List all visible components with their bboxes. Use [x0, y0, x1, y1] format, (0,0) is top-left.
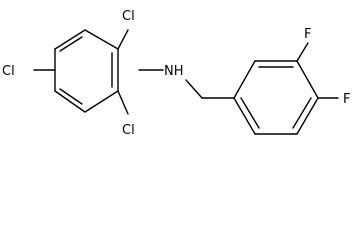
ring1-bond-inner: [59, 36, 83, 52]
structure-canvas: Cl Cl NH Cl F F: [2, 9, 350, 138]
ring2-bond-inner: [240, 97, 260, 129]
ring1-bond-inner: [59, 88, 83, 105]
c-cl-bond-top: [117, 29, 129, 50]
molecule-diagram: Cl Cl NH Cl F F: [2, 9, 350, 138]
ring1-bond: [54, 29, 86, 50]
bonds: [33, 29, 339, 135]
ring1-bond: [84, 90, 119, 113]
atom-cl-bottom: Cl: [122, 123, 135, 138]
ring2-bond: [233, 60, 256, 99]
atom-labels: Cl Cl NH Cl F F: [2, 9, 350, 138]
c-cl-bond-bottom: [117, 90, 129, 115]
ring2-bond-inner: [292, 97, 312, 129]
atom-f-top: F: [304, 27, 311, 42]
ring1-bond: [84, 29, 119, 50]
atom-cl-top: Cl: [122, 9, 135, 24]
ring1-bond: [54, 90, 86, 113]
ring2-bond: [296, 60, 319, 99]
n-ch2-bond: [185, 79, 203, 99]
ring2-bond: [296, 97, 319, 135]
atom-f-right: F: [343, 92, 350, 107]
atom-cl-left: Cl: [2, 64, 15, 79]
atom-nh: NH: [164, 64, 184, 79]
ring2-bond: [233, 97, 256, 135]
c-f-bond-top: [296, 42, 309, 62]
